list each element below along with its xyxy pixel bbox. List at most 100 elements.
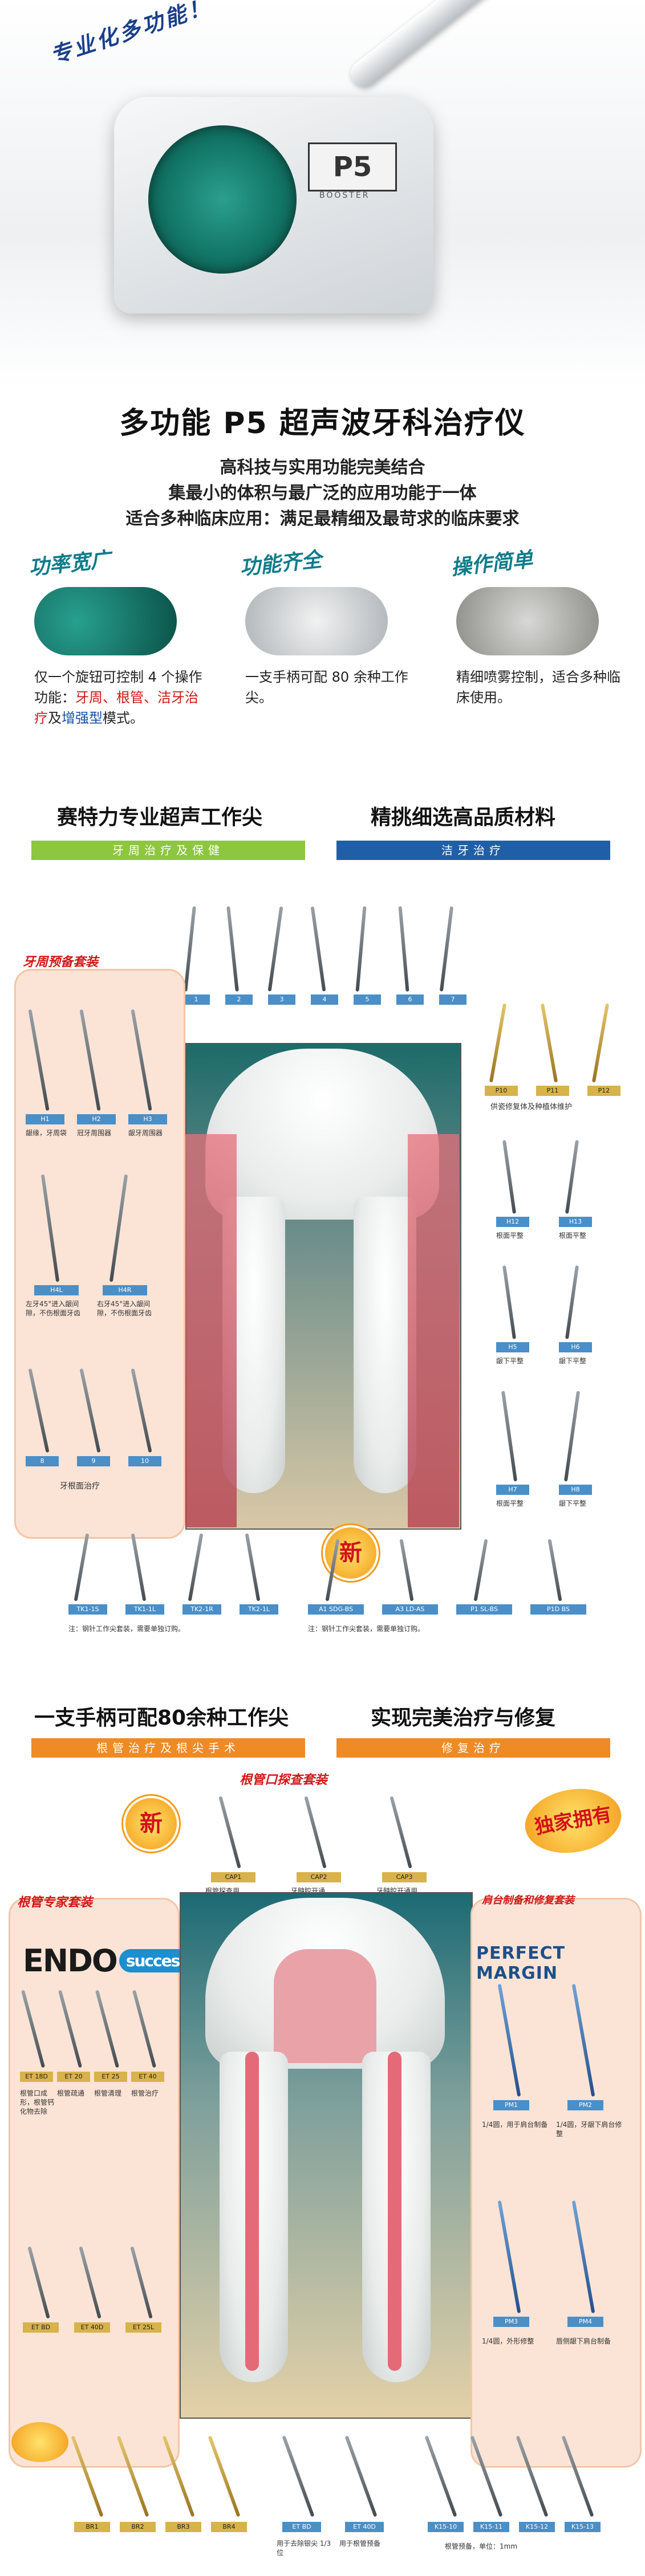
feature-image-2 xyxy=(245,587,388,655)
tip-caption: 根面平整 xyxy=(496,1499,524,1507)
tip-icon xyxy=(304,1796,327,1869)
tip-icon xyxy=(79,2246,102,2319)
tip-label: H7 xyxy=(496,1485,529,1495)
feature-text-1: 仅一个旋钮可控制 4 个操作功能：牙周、根管、洁牙治疗及增强型模式。 xyxy=(34,667,205,728)
tip-caption: 1/4圆，外形修整 xyxy=(482,2337,534,2345)
tip-icon xyxy=(439,906,454,992)
tip-icon xyxy=(79,1368,101,1453)
tip-caption: 龈下平整 xyxy=(496,1357,524,1365)
endo-logo-text: ENDO xyxy=(23,1942,118,1979)
tip-label: ET 18D xyxy=(20,2072,53,2082)
tip-label: K15-12 xyxy=(519,2522,555,2532)
page-title: 多功能 P5 超声波牙科治疗仪 xyxy=(119,406,526,441)
tip-caption: 牙根面治疗 xyxy=(60,1482,100,1491)
tip-icon xyxy=(355,906,367,992)
endo-kit-panel xyxy=(9,1898,180,2468)
tip-caption: 唇侧龈下肩台制备 xyxy=(556,2337,611,2345)
tip-icon xyxy=(245,1533,261,1601)
feature-head-1: 功率宽广 xyxy=(27,547,112,580)
section1-right-title: 精挑细选高品质材料 xyxy=(371,806,556,829)
endo-kit-label: 根管专家套装 xyxy=(17,1895,93,1910)
perio-kit-panel xyxy=(14,969,185,1539)
section1-left-bar: 牙周治疗及保健 xyxy=(31,841,305,860)
tip-label: TK1-1L xyxy=(125,1604,164,1615)
section1-right-bar: 洁牙治疗 xyxy=(336,841,610,860)
tip-caption: 龈下平整 xyxy=(559,1357,587,1365)
tip-caption: 冠牙周围器 xyxy=(77,1129,112,1137)
tip-label: ET 25 xyxy=(94,2072,127,2082)
tip-label: PM3 xyxy=(493,2317,529,2327)
tip-icon xyxy=(95,1990,120,2068)
tip-icon xyxy=(561,2435,594,2517)
tip-icon xyxy=(28,1009,50,1111)
feature-image-3 xyxy=(456,587,599,655)
tip-label: 2 xyxy=(225,994,253,1005)
tip-label: CAP3 xyxy=(382,1872,427,1882)
tip-icon xyxy=(132,1990,157,2068)
section2-right-title: 实现完美治疗与修复 xyxy=(371,1706,556,1730)
margin-tips-group-2: PM3 PM4 1/4圆，外形修整 唇侧龈下肩台制备 xyxy=(479,2200,633,2394)
tip-label: H13 xyxy=(559,1217,592,1227)
tip-caption: 龈缘，牙周袋 xyxy=(26,1129,67,1137)
new-sticker xyxy=(11,2422,68,2462)
tip-icon xyxy=(571,1983,595,2097)
tip-icon xyxy=(424,2435,457,2517)
tip-label: ET 40 xyxy=(131,2072,164,2082)
bottom-tips-left: TK1-1S TK1-1L TK2-1R TK2-1L 注：钢针工作尖套装，需要… xyxy=(63,1533,302,1641)
tip-label: 8 xyxy=(26,1456,59,1466)
tip-label: H8 xyxy=(559,1485,592,1495)
tip-icon xyxy=(28,1368,50,1453)
tip-label: 4 xyxy=(311,994,338,1005)
feature-text-1-mid: 及 xyxy=(48,710,62,726)
tip-icon xyxy=(27,2246,50,2319)
tip-label: P11 xyxy=(536,1086,569,1096)
tooth-root-right xyxy=(354,1197,416,1493)
feature-text-1-blue: 增强型 xyxy=(62,710,103,726)
tip-caption: 根管治疗 xyxy=(131,2089,159,2097)
tip-caption: 根管疏通 xyxy=(57,2089,85,2097)
tip-label: CAP1 xyxy=(211,1872,255,1882)
tip-icon xyxy=(226,906,239,992)
control-dial xyxy=(148,125,297,274)
tip-label: 6 xyxy=(396,994,424,1005)
tip-caption: 用于根管预备 xyxy=(339,2540,381,2548)
feature-head-2: 功能齐全 xyxy=(238,547,323,580)
tip-icon xyxy=(565,1265,579,1339)
tip-label: ET BD xyxy=(282,2522,321,2532)
margin-kit-label: 肩台制备和修复套装 xyxy=(482,1894,574,1906)
tip-label: K15-13 xyxy=(565,2522,601,2532)
tip-icon xyxy=(131,1533,147,1601)
section2-left-bar: 根管治疗及根尖手术 xyxy=(31,1738,305,1758)
root-canal-left xyxy=(245,2052,259,2371)
model-sub: BOOSTER xyxy=(319,191,370,200)
tip-icon xyxy=(21,1990,46,2068)
gum-right xyxy=(408,1134,459,1527)
tip-icon xyxy=(497,1983,521,2097)
endo-tips-group-2: ET BD ET 40D ET 25L xyxy=(20,2245,180,2394)
tip-icon xyxy=(497,2200,521,2314)
tip-caption: 根面平整 xyxy=(559,1232,587,1240)
tip-label: CAP2 xyxy=(297,1872,341,1882)
tip-caption: 根管清理 xyxy=(94,2089,122,2097)
tip-icon xyxy=(58,1990,83,2068)
tip-icon xyxy=(591,1003,610,1083)
feature-text-2: 一支手柄可配 80 余种工作尖。 xyxy=(245,669,408,706)
tip-icon xyxy=(79,1009,101,1111)
tip-label: 10 xyxy=(128,1456,161,1466)
implant-tips-group: P10 P11 P12 供瓷修复体及种植体维护 xyxy=(479,1003,633,1128)
tip-label: H2 xyxy=(77,1114,116,1124)
tip-label: 1 xyxy=(182,994,210,1005)
tip-icon xyxy=(40,1174,60,1282)
tip-label: H12 xyxy=(496,1217,529,1227)
tip-label: A3 LD-AS xyxy=(382,1604,438,1615)
section1-left-title: 赛特力专业超声工作尖 xyxy=(57,806,263,829)
tip-label: TK2-1R xyxy=(182,1604,221,1615)
tip-icon xyxy=(398,906,409,992)
feature-text-1b: 模式。 xyxy=(103,710,144,726)
root-canal-right xyxy=(388,2052,401,2371)
tip-icon xyxy=(130,2246,153,2319)
perio-tips-group-3: 8 9 10 牙根面治疗 xyxy=(26,1368,174,1516)
bottom-tips-right: A1 SDG-BS A3 LD-AS P1 SL-BS P1D BS 注：钢针工… xyxy=(308,1539,605,1641)
subtitle-1: 高科技与实用功能完美结合 xyxy=(220,458,425,478)
tip-icon xyxy=(116,2435,149,2517)
